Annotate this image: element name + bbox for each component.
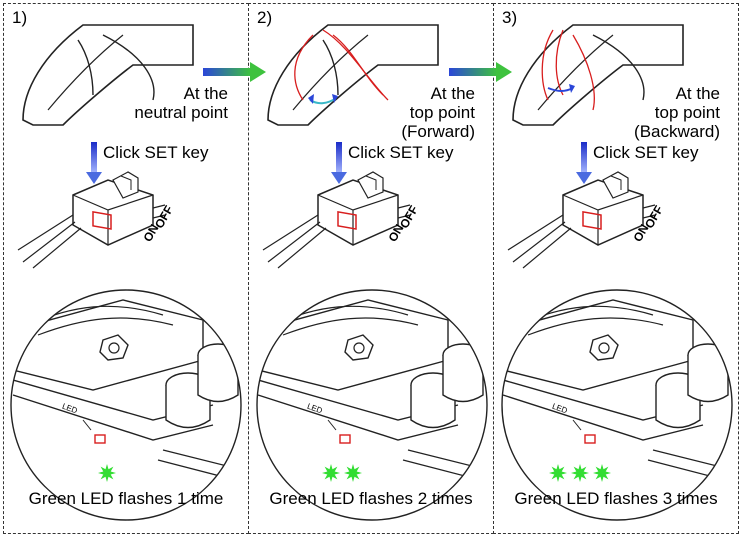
led-flash-icon xyxy=(593,464,611,482)
position-line: At the xyxy=(675,84,720,103)
step-3-instruction: Click SET key xyxy=(593,143,699,162)
transition-arrow-1 xyxy=(203,62,266,82)
led-flash-icon xyxy=(549,464,567,482)
step-3-result: Green LED flashes 3 times xyxy=(514,489,718,508)
led-flash-icon xyxy=(98,464,116,482)
transition-arrow-2 xyxy=(449,62,512,82)
step-1-position-label: At the neutral point xyxy=(120,84,228,122)
led-flash-icon xyxy=(322,464,340,482)
step-1-result: Green LED flashes 1 time xyxy=(28,489,224,508)
step-3-number: 3) xyxy=(502,8,518,27)
position-line: At the xyxy=(183,84,228,103)
led-flash-icon xyxy=(344,464,362,482)
position-line: neutral point xyxy=(134,103,228,122)
step-1-number: 1) xyxy=(12,8,28,27)
position-line: At the xyxy=(430,84,475,103)
step-2-result: Green LED flashes 2 times xyxy=(269,489,473,508)
position-line: (Backward) xyxy=(634,122,720,141)
step-3-panel xyxy=(493,3,739,534)
step-3-position-label: At the top point (Backward) xyxy=(610,84,720,141)
position-line: top point xyxy=(409,103,475,122)
step-2-instruction: Click SET key xyxy=(348,143,454,162)
position-line: (Forward) xyxy=(401,122,475,141)
position-line: top point xyxy=(654,103,720,122)
step-2-number: 2) xyxy=(257,8,273,27)
led-flash-icon xyxy=(571,464,589,482)
step-2-position-label: At the top point (Forward) xyxy=(370,84,475,141)
step-1-instruction: Click SET key xyxy=(103,143,209,162)
